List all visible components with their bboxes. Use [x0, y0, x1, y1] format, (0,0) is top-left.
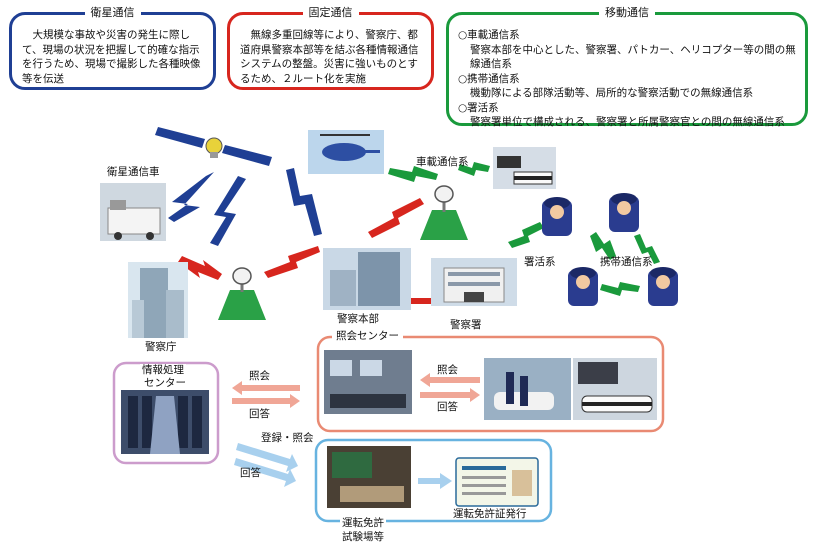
satellite-comm-title: 衛星通信: [84, 6, 141, 19]
mobile-comm-title: 移動通信: [599, 6, 655, 19]
flow-answer-3: 回答: [240, 467, 261, 479]
npa-label: 警察庁: [145, 341, 177, 353]
inquiry-arrows-2: [420, 373, 480, 402]
inquiry-center-title-text: 照会センター: [336, 330, 399, 342]
operator-room-photo: [324, 350, 412, 414]
police-officer-icon: [648, 267, 678, 306]
satellite-icon: [155, 127, 272, 166]
patrol-car-ship-photo: [573, 358, 657, 420]
inquiry-arrows-1: [232, 381, 300, 408]
portable-system-label: 携帯通信系: [600, 256, 653, 268]
mobile-item-portable-heading: ○携帯通信系: [458, 72, 520, 85]
mobile-item-vehicle-desc: 警察本部を中心とした、警察署、パトカー、ヘリコプター等の間の無線通信系: [470, 43, 796, 71]
satellite-car-photo: [100, 183, 166, 241]
flow-inquiry-2: 照会: [437, 364, 458, 376]
mobile-item-portable-desc: 機動隊による部隊活動等、局所的な警察活動での無線通信系: [470, 87, 754, 99]
station-building-photo: [431, 258, 517, 306]
police-officer-icon: [568, 267, 598, 306]
fixed-link-red: [178, 198, 434, 304]
license-title-1: 運転免許: [340, 517, 386, 530]
flow-answer-1: 回答: [249, 408, 270, 420]
hq-label: 警察本部: [337, 313, 379, 325]
satellite-car-label: 衛星通信車: [107, 166, 160, 178]
fixed-comm-text: 無線多重回線等により、警察庁、都道府県警察本部等を結ぶ各種情報通信システムの整盤…: [240, 29, 419, 85]
antenna-tower-icon: [218, 267, 266, 320]
traffic-stop-photo: [484, 358, 571, 420]
mobile-comm-box: 移動通信 ○車載通信系 警察本部を中心とした、警察署、パトカー、ヘリコプター等の…: [446, 6, 808, 128]
police-officer-icon: [609, 193, 639, 232]
mobile-item-station-desc: 警察署単位で構成される、警察署と所属警察官との間の無線通信系: [470, 116, 785, 128]
license-card-icon: [455, 457, 539, 507]
patrol-car-photo: [493, 147, 556, 189]
register-arrows: [234, 443, 298, 487]
satellite-comm-text: 大規模な事故や災害の発生に際して、現場の状況を把握して的確な指示を行うため、現場…: [22, 29, 201, 85]
flow-inquiry-1: 照会: [249, 370, 270, 382]
vehicle-system-label: 車載通信系: [416, 156, 469, 168]
server-room-photo: [121, 390, 209, 454]
info-center-title-2: センター: [144, 377, 186, 389]
mobile-item-station-heading: ○署活系: [458, 101, 499, 114]
hq-building-photo: [323, 248, 411, 310]
fixed-comm-box: 固定通信 無線多重回線等により、警察庁、都道府県警察本部等を結ぶ各種情報通信シス…: [227, 6, 434, 90]
flow-answer-2: 回答: [437, 401, 458, 413]
station-system-label: 署活系: [524, 256, 556, 268]
inquiry-center-title: 照会センター: [332, 330, 403, 343]
fixed-comm-title: 固定通信: [302, 6, 359, 19]
mobile-link-green: [388, 162, 660, 296]
antenna-tower-icon: [420, 185, 468, 240]
police-officer-icon: [542, 197, 572, 236]
license-counter-photo: [327, 446, 411, 508]
station-label: 警察署: [450, 319, 482, 331]
mobile-item-vehicle-heading: ○車載通信系: [458, 29, 520, 41]
license-issue-label: 運転免許証発行: [453, 508, 527, 520]
satellite-comm-box: 衛星通信 大規模な事故や災害の発生に際して、現場の状況を把握して的確な指示を行う…: [9, 6, 216, 90]
info-center-title-1: 情報処理: [140, 364, 186, 377]
helicopter-photo: [308, 130, 384, 174]
npa-building-photo: [128, 262, 188, 338]
lightning-link-icon: [168, 168, 322, 246]
flow-register: 登録・照会: [261, 432, 314, 444]
issue-arrow: [418, 473, 452, 489]
license-title-2: 試験場等: [342, 531, 384, 543]
